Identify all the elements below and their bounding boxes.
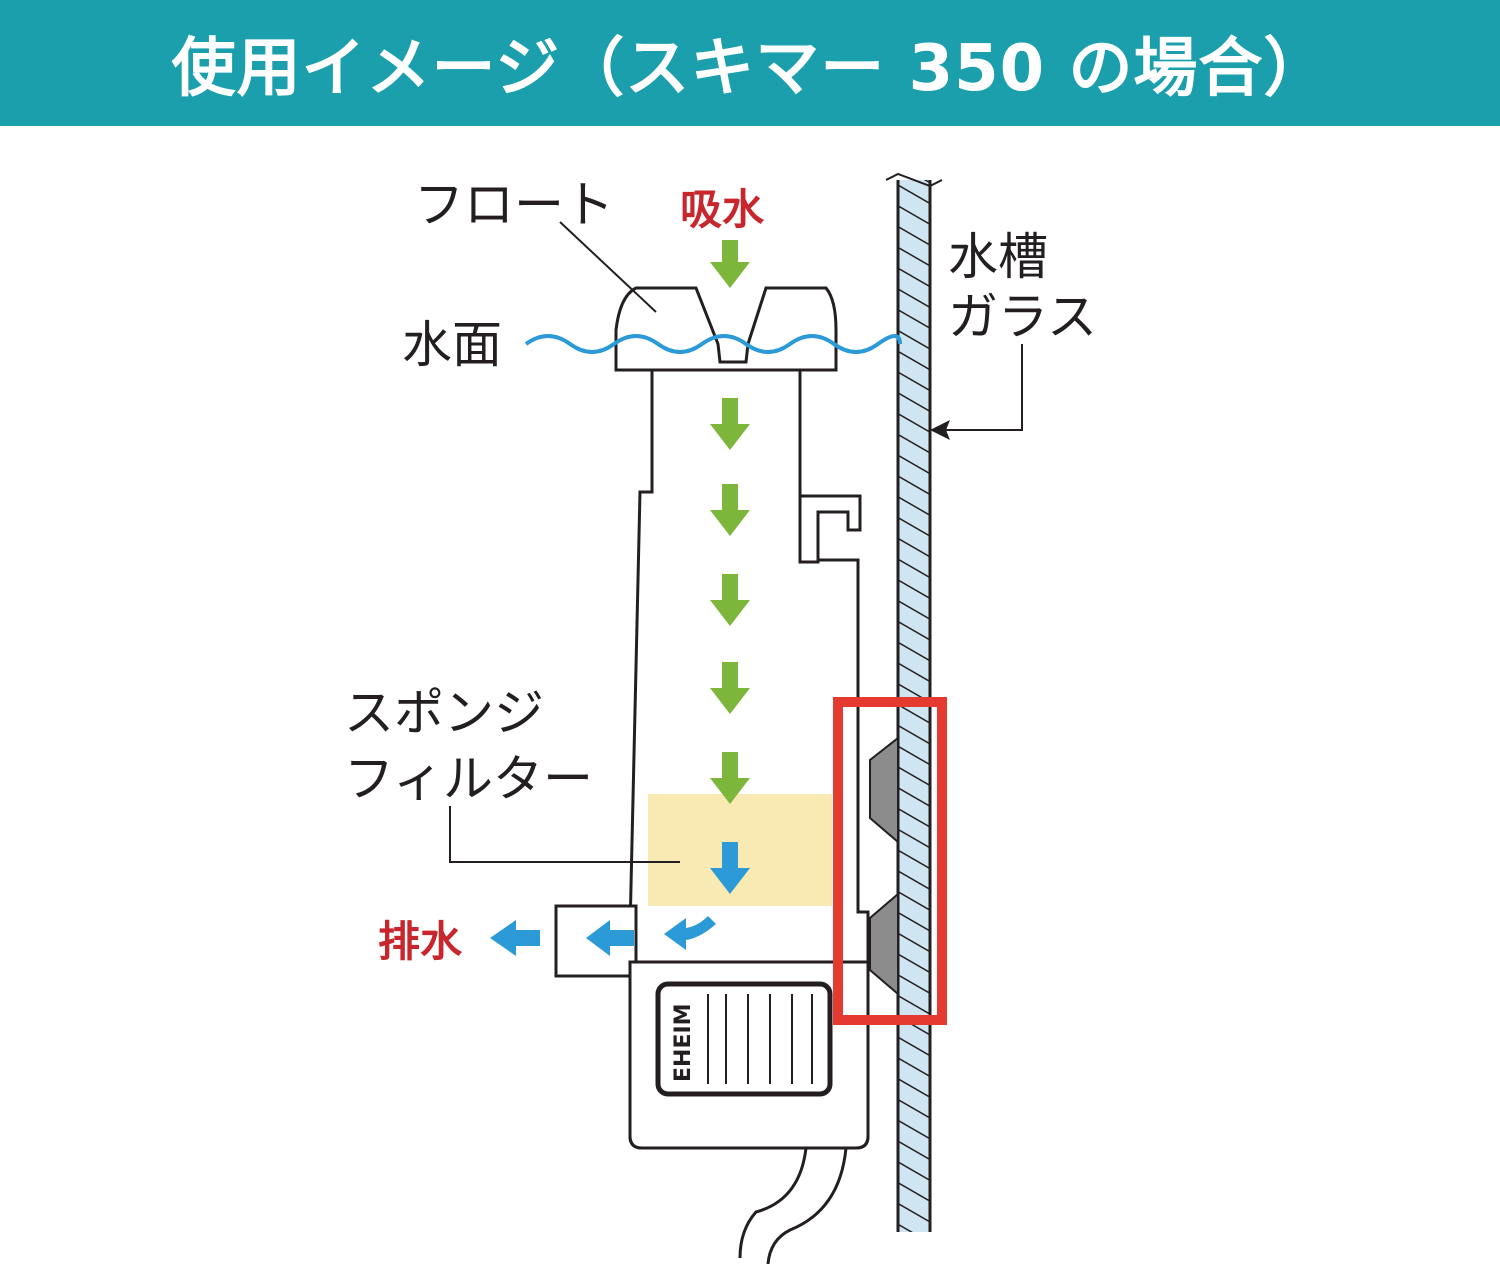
sponge-label-line1: スポンジ: [344, 684, 544, 742]
page-title: 使用イメージ（スキマー 350 の場合）: [171, 32, 1329, 106]
outlet-arrow: [664, 916, 716, 950]
brand-label: EHEIM: [671, 1003, 696, 1082]
water-surface-label: 水面: [402, 316, 502, 374]
glass-leader-line: [944, 344, 1023, 431]
intake-arrow: [710, 574, 750, 626]
outlet-arrow: [490, 920, 540, 956]
sponge-leader-line: [449, 806, 680, 863]
intake-arrow: [710, 398, 750, 450]
suction-cup-highlight-box: [833, 697, 947, 1025]
intake-label: 吸水: [680, 185, 765, 234]
intake-arrow: [710, 752, 750, 804]
float-leader-line: [559, 221, 657, 313]
sponge-filter-area: [648, 794, 832, 906]
header-banner: 使用イメージ（スキマー 350 の場合）: [0, 0, 1500, 126]
brand-plate: EHEIM: [655, 981, 833, 1097]
intake-arrow: [710, 484, 750, 536]
intake-arrow: [710, 240, 750, 288]
outlet-arrow: [586, 920, 634, 956]
intake-arrow: [710, 662, 750, 714]
tank-glass-label-line1: 水槽: [948, 228, 1048, 286]
tank-glass-label-line2: ガラス: [948, 288, 1097, 346]
glass-pointer-arrowhead: [930, 420, 950, 440]
outlet-label: 排水: [378, 917, 463, 966]
sponge-label-line2: フィルター: [344, 750, 593, 808]
water-surface-line: [524, 334, 902, 354]
float-label: フロート: [414, 176, 614, 234]
outlet-arrows: [490, 842, 750, 956]
suction-cup: [869, 735, 899, 997]
power-cable: [738, 1147, 808, 1259]
intake-arrows: [710, 240, 750, 804]
outlet-arrow: [710, 842, 750, 894]
